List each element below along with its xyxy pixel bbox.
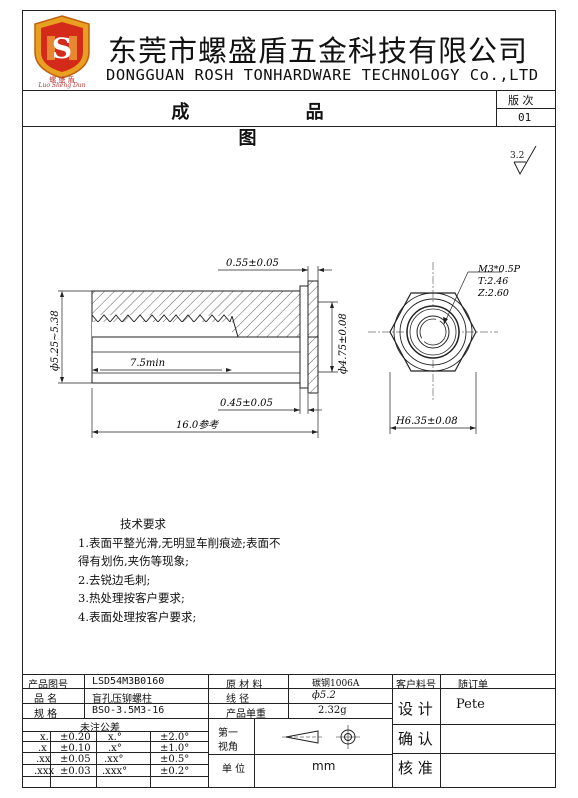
material-value: 碳钢1006A xyxy=(312,679,360,689)
drawing-title: 成 品 图 xyxy=(171,102,379,149)
side-view xyxy=(91,280,319,394)
tol-lin-val: ±0.20 xyxy=(60,732,91,743)
note-line: 得有划伤,夹伤等现象; xyxy=(78,554,190,568)
dim-outer-dia: ф5.25~5.38 xyxy=(50,310,61,371)
logo-text-en: Luo Sheng Dun xyxy=(38,82,86,89)
unit-label: 单 位 xyxy=(222,764,246,775)
tol-ang: x.° xyxy=(108,732,122,743)
drawing-frame xyxy=(22,10,556,788)
version-value: 01 xyxy=(518,111,532,124)
thread-t: T:2.46 xyxy=(478,276,508,287)
company-name-cn: 东莞市螺盛盾五金科技有限公司 xyxy=(108,34,529,68)
tol-ang: .xx° xyxy=(104,754,124,765)
tol-ang: .x° xyxy=(108,743,122,754)
logo-text-cn: 螺 盛 盾 xyxy=(49,76,75,84)
tol-lin-val: ±0.10 xyxy=(60,743,91,754)
customer-no-label: 客户料号 xyxy=(396,680,436,691)
roughness-symbol: 3.2 xyxy=(510,145,537,176)
version-label: 版 次 xyxy=(508,94,534,107)
dim-inner-dia: ф4.75±0.08 xyxy=(338,313,349,374)
projection-label: 第一 xyxy=(218,728,238,739)
tol-ang-val: ±1.0° xyxy=(160,743,190,754)
design-value: Pete xyxy=(456,697,485,712)
note-line: 1.表面平整光滑,无明显车削痕迹;表面不 xyxy=(78,535,281,550)
dim-flange-thickness: 0.55±0.05 xyxy=(226,258,279,269)
dim-length: 16.0参考 xyxy=(176,419,219,431)
tol-lin-val: ±0.03 xyxy=(60,766,91,777)
tol-ang-val: ±0.5° xyxy=(160,754,190,765)
tol-lin: x. xyxy=(40,732,49,743)
tol-lin: .xxx xyxy=(34,766,55,777)
technical-notes: 技术要求 1.表面平整光滑,无明显车削痕迹;表面不 得有划伤,夹伤等现象; 2.… xyxy=(78,515,338,626)
tol-ang-val: ±0.2° xyxy=(160,766,190,777)
part-no-label: 产品图号 xyxy=(28,680,68,691)
tolerance-heading: 未注公差 xyxy=(80,723,120,734)
note-line: 4.表面处理按客户要求; xyxy=(78,609,197,624)
tol-ang-val: ±2.0° xyxy=(160,732,190,743)
thread-spec: M3*0.5P xyxy=(477,264,521,275)
name-label: 品 名 xyxy=(34,694,58,705)
dim-min-depth: 7.5min xyxy=(130,358,165,369)
dim-head-thickness: 0.45±0.05 xyxy=(220,398,273,409)
projection-label: 视角 xyxy=(218,742,238,753)
material-label: 原 材 料 xyxy=(226,680,263,691)
tol-lin-val: ±0.05 xyxy=(60,754,91,765)
thread-z: Z:2.60 xyxy=(477,288,509,299)
tol-lin: .x xyxy=(38,743,47,754)
roughness-value: 3.2 xyxy=(510,151,524,161)
end-view xyxy=(368,262,502,402)
note-line: 3.热处理按客户要求; xyxy=(78,591,185,605)
design-label: 设 计 xyxy=(398,700,433,718)
tol-ang: .xxx° xyxy=(102,766,128,777)
spec-value: BSO-3.5M3-16 xyxy=(92,705,165,716)
unit-value: mm xyxy=(312,759,336,773)
customer-no-value: 随订单 xyxy=(458,680,488,691)
dim-hex: H6.35±0.08 xyxy=(395,416,458,427)
part-no-value: LSD54M3B0160 xyxy=(92,676,165,687)
wire-label: 线 径 xyxy=(226,694,250,705)
spec-label: 规 格 xyxy=(34,709,58,720)
weight-value: 2.32g xyxy=(318,705,347,716)
company-name-en: DONGGUAN ROSH TONHARDWARE TECHNOLOGY Co.… xyxy=(106,66,539,84)
confirm-label: 确 认 xyxy=(398,730,433,748)
first-angle-projection-icon xyxy=(282,725,360,749)
company-logo: S 螺 盛 盾 Luo Sheng Dun xyxy=(27,14,97,89)
note-line: 2.去锐边毛刺; xyxy=(78,572,151,587)
wire-value: ф5.2 xyxy=(312,690,336,701)
tol-lin: .xx xyxy=(36,754,51,765)
notes-heading: 技术要求 xyxy=(120,517,166,531)
name-value: 盲孔压铆螺柱 xyxy=(92,694,152,705)
audit-label: 核 准 xyxy=(398,759,433,777)
logo-letter: S xyxy=(52,32,72,65)
weight-label: 产品单重 xyxy=(226,709,266,720)
part-drawing: 3.2 xyxy=(50,145,537,438)
